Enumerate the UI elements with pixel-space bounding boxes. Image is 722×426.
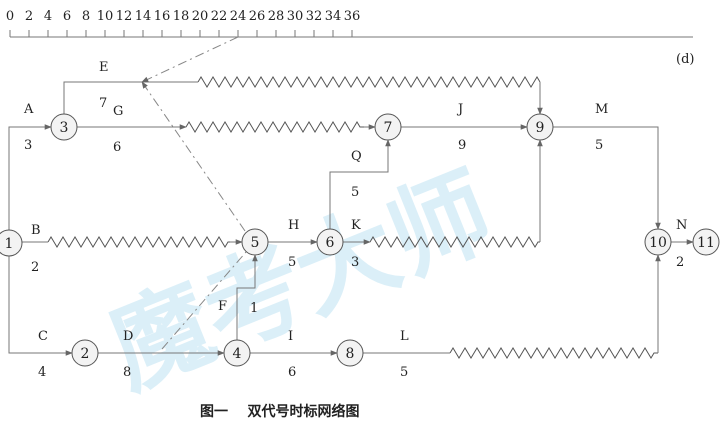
event-node-7 xyxy=(374,113,402,141)
activity-duration-label: 5 xyxy=(351,185,359,200)
axis-tick-label: 6 xyxy=(63,9,71,24)
axis-tick-label: 18 xyxy=(173,9,190,24)
axis-tick-label: 24 xyxy=(230,9,247,24)
axis-tick-label: 32 xyxy=(306,9,323,24)
axis-tick-label: 10 xyxy=(97,9,114,24)
event-node-number: 7 xyxy=(384,120,393,136)
event-nodes: 1 2 3 4 5 6 7 8 9 10 11 xyxy=(0,113,720,367)
activity-F-arrow xyxy=(236,254,258,340)
activity-duration-label: 8 xyxy=(123,365,131,380)
activity-name-label: G xyxy=(113,104,123,119)
activity-name-label: E xyxy=(99,60,109,75)
activity-duration-label: 6 xyxy=(288,365,296,380)
axis-tick-label: 20 xyxy=(192,9,209,24)
watermark: 魔考大师 xyxy=(93,152,508,410)
activity-duration-label: 1 xyxy=(250,301,258,316)
activity-A-arrow xyxy=(8,124,52,230)
dummy-line-D-to-5 xyxy=(161,251,247,350)
dummy-arrow-5-to-E xyxy=(141,81,246,232)
watermark-text: 魔考大师 xyxy=(93,152,508,410)
axis-tick-label: 34 xyxy=(325,9,342,24)
activity-duration-label: 6 xyxy=(113,140,121,155)
activity-M-arrow xyxy=(553,126,661,230)
axis-tick-label: 8 xyxy=(82,9,90,24)
event-node-8 xyxy=(336,339,364,367)
activity-E-free-float xyxy=(197,76,541,88)
activity-duration-label: 5 xyxy=(400,365,408,380)
activity-B-free-float xyxy=(47,236,230,248)
event-node-number: 8 xyxy=(346,346,355,362)
event-node-3 xyxy=(50,113,78,141)
axis-tick-label: 22 xyxy=(211,9,228,24)
activity-duration-label: 9 xyxy=(458,138,466,153)
activity-G-free-float xyxy=(185,121,364,133)
activity-name-label: H xyxy=(288,218,299,233)
activity-duration-label: 3 xyxy=(24,138,32,153)
figure-caption: 图一 双代号时标网络图 xyxy=(200,403,360,420)
activity-arrows xyxy=(8,36,694,359)
activity-name-label: B xyxy=(31,223,41,238)
axis-tick-label: 0 xyxy=(6,9,14,24)
event-node-number: 4 xyxy=(233,346,242,362)
activity-name-label: N xyxy=(676,218,687,233)
activity-name-label: L xyxy=(400,329,409,344)
event-node-number: 10 xyxy=(649,235,667,251)
activity-name-label: A xyxy=(23,102,34,117)
event-node-number: 3 xyxy=(60,120,69,136)
axis-tick-label: 12 xyxy=(116,9,133,24)
axis-tick-label: 14 xyxy=(135,9,152,24)
event-node-4 xyxy=(223,339,251,367)
activity-duration-label: 2 xyxy=(676,255,684,270)
activity-name-label: J xyxy=(456,102,463,117)
time-unit-label: (d) xyxy=(676,52,694,67)
activity-Q-arrow xyxy=(329,139,391,229)
event-node-1 xyxy=(0,229,23,257)
event-node-number: 2 xyxy=(81,346,90,362)
activity-K-free-float xyxy=(369,236,540,248)
activity-name-label: M xyxy=(595,102,608,117)
axis-tick-label: 30 xyxy=(287,9,304,24)
activity-name-label: C xyxy=(38,329,48,344)
event-node-number: 6 xyxy=(326,235,335,251)
axis-tick-label: 26 xyxy=(249,9,266,24)
activity-C-arrow xyxy=(8,256,73,356)
axis-tick-label: 2 xyxy=(25,9,33,24)
event-node-10 xyxy=(644,228,672,256)
activity-name-label: D xyxy=(123,329,133,344)
event-node-11 xyxy=(692,228,720,256)
event-node-6 xyxy=(316,228,344,256)
activity-duration-label: 4 xyxy=(38,365,46,380)
event-node-2 xyxy=(71,339,99,367)
event-node-5 xyxy=(241,228,269,256)
axis-tick-label: 16 xyxy=(154,9,171,24)
activity-L-free-float xyxy=(449,347,658,359)
event-node-number: 5 xyxy=(251,235,260,251)
event-node-number: 9 xyxy=(536,120,545,136)
activity-duration-label: 2 xyxy=(31,260,39,275)
activity-duration-label: 7 xyxy=(99,96,107,111)
activity-duration-label: 3 xyxy=(351,255,359,270)
event-node-number: 1 xyxy=(5,236,14,252)
event-node-9 xyxy=(526,113,554,141)
activity-name-label: Q xyxy=(351,149,362,164)
event-node-number: 11 xyxy=(697,235,715,251)
activity-name-label: K xyxy=(351,218,361,233)
activity-duration-label: 5 xyxy=(595,138,603,153)
axis-tick-label: 28 xyxy=(268,9,285,24)
activity-name-label: F xyxy=(218,299,227,314)
dummy-time-reference-line xyxy=(141,36,239,83)
activity-name-label: I xyxy=(288,329,293,344)
axis-tick-label: 36 xyxy=(344,9,361,24)
activity-duration-label: 5 xyxy=(288,255,296,270)
activity-E-line xyxy=(63,81,198,114)
axis-tick-label: 4 xyxy=(44,9,52,24)
